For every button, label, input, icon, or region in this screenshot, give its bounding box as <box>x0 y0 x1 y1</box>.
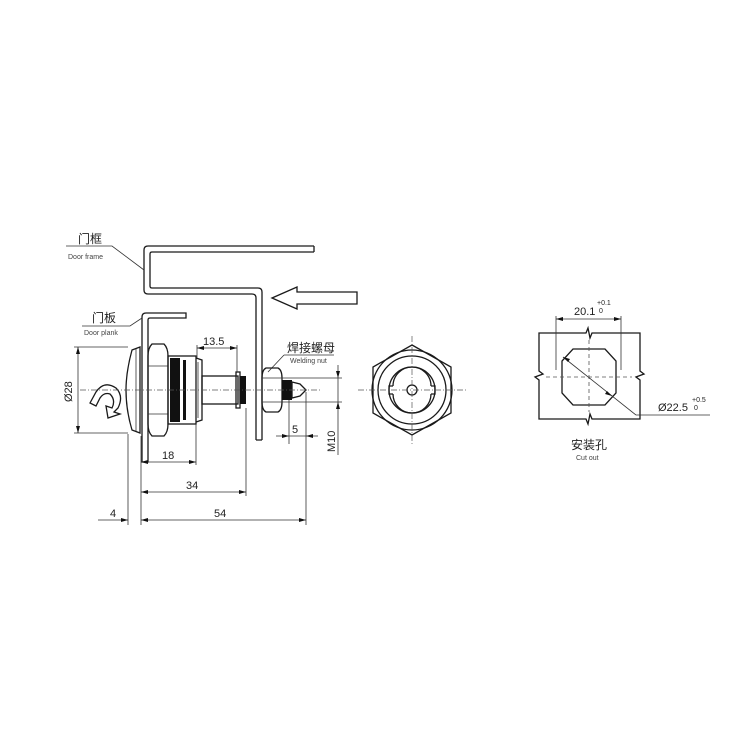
door-frame-label-en: Door frame <box>68 254 103 261</box>
dim-m10: M10 <box>326 431 338 452</box>
cutout-label-en: Cut out <box>576 455 599 462</box>
door-plank-label-en: Door plank <box>84 330 118 337</box>
side-view: 门框 Door frame 门板 Door plank 焊接螺母 Welding… <box>63 231 358 525</box>
dim-5: 5 <box>292 424 298 436</box>
dim-cutout-width-tol-upper: +0.1 <box>597 300 611 307</box>
dim-34: 34 <box>186 480 198 492</box>
cutout-label-cn: 安装孔 <box>571 437 607 452</box>
dim-cutout-diameter-tol-lower: 0 <box>694 405 698 412</box>
hex-nut-body <box>147 343 169 437</box>
dim-diameter-28: Ø28 <box>63 381 75 402</box>
welding-nut-label-en: Welding nut <box>290 358 327 365</box>
front-view <box>358 336 466 444</box>
dim-cutout-width: 20.1 <box>574 306 595 318</box>
dim-cutout-diameter-tol-upper: +0.5 <box>692 397 706 404</box>
welding-nut <box>261 367 283 413</box>
door-plank-label-cn: 门板 <box>92 310 116 325</box>
dim-13-5: 13.5 <box>203 336 224 348</box>
door-frame-outline <box>143 245 315 441</box>
cutout-shape <box>561 348 617 406</box>
dim-54: 54 <box>214 508 226 520</box>
cutout-view: 20.1 +0.1 0 Ø22.5 +0.5 0 安装孔 Cut out <box>533 300 710 462</box>
rotation-arrow-icon <box>89 384 123 419</box>
dim-cutout-width-tol-lower: 0 <box>599 308 603 315</box>
door-frame-label-cn: 门框 <box>78 231 102 246</box>
dim-cutout-diameter: Ø22.5 <box>658 402 688 414</box>
dim-4: 4 <box>110 508 116 520</box>
dim-18: 18 <box>162 450 174 462</box>
arrow-left-icon <box>270 286 358 310</box>
welding-nut-label-cn: 焊接螺母 <box>287 340 335 355</box>
